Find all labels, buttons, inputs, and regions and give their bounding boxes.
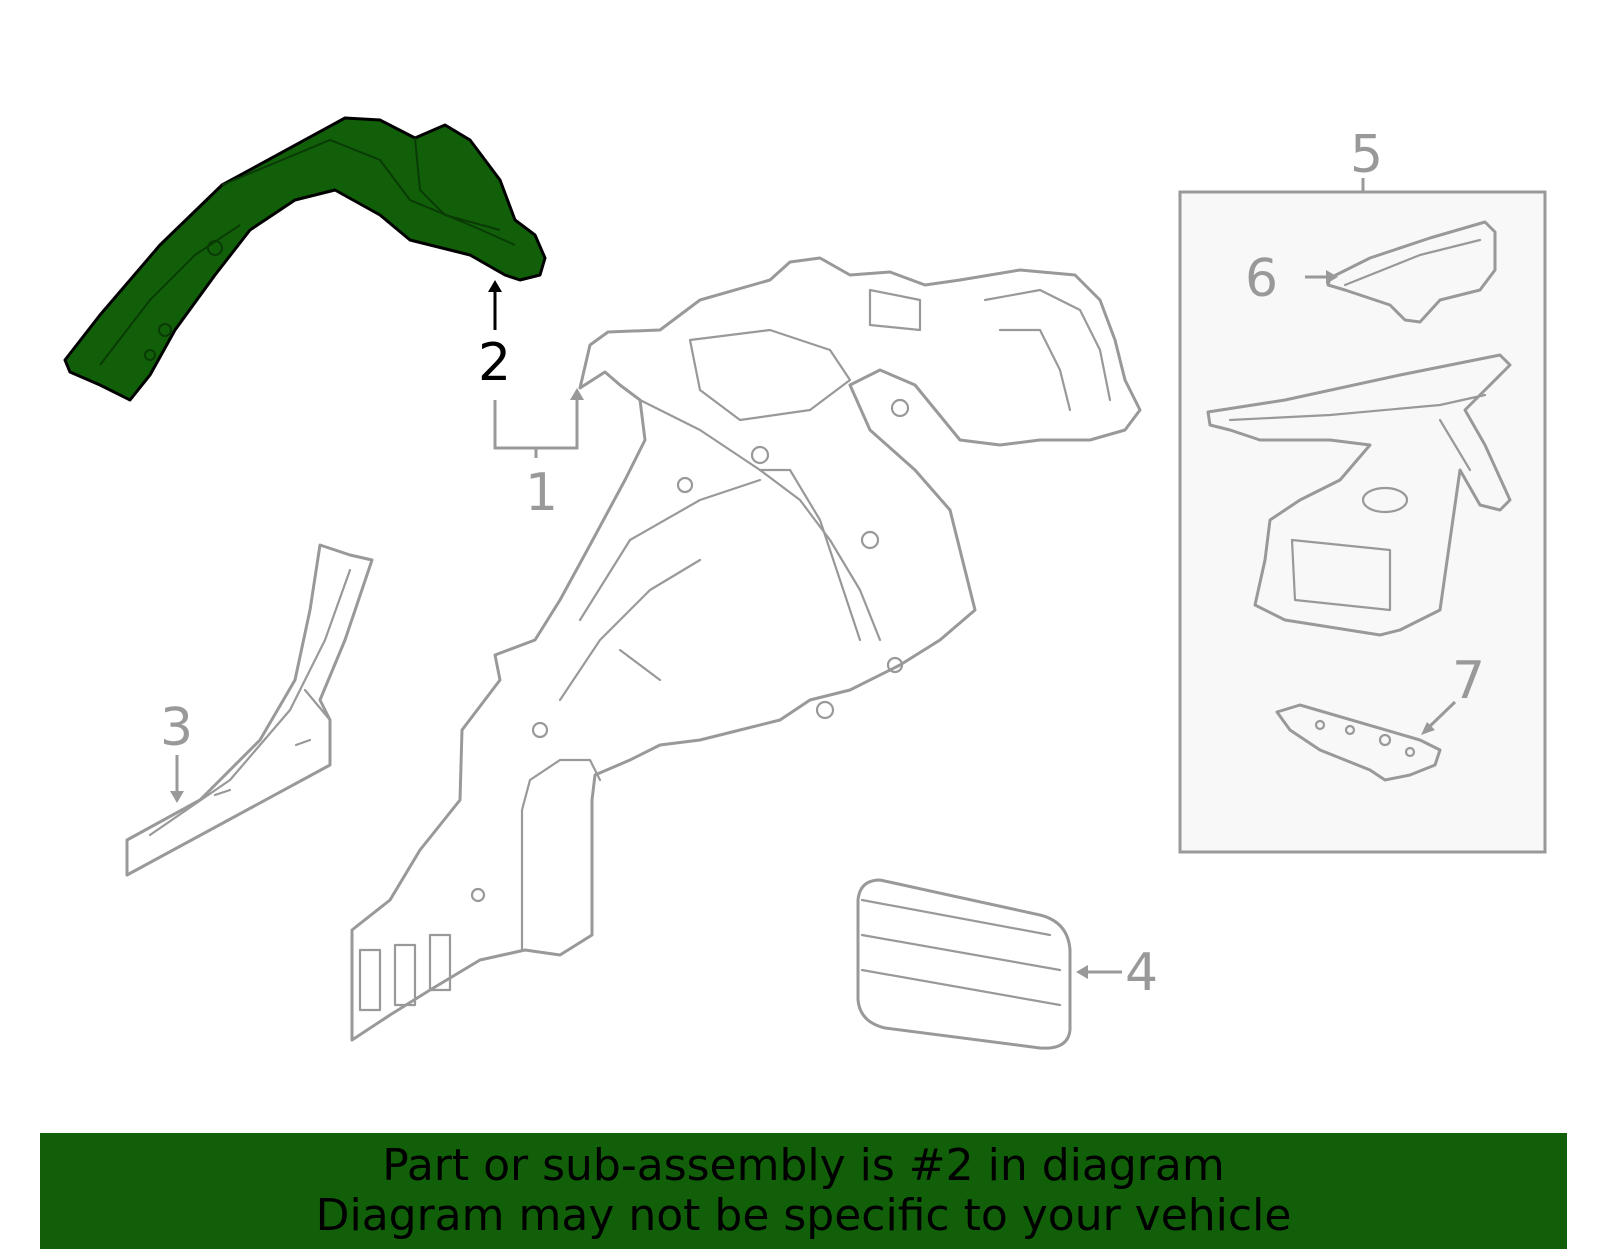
- callout-3: 3: [160, 698, 193, 758]
- callout-1: 1: [525, 463, 558, 523]
- parts-diagram: 1 2 3 4 5 6 7: [63, 116, 1547, 1050]
- part-3-pillar-reinforcement[interactable]: [125, 543, 374, 877]
- callout-4: 4: [1125, 943, 1158, 1003]
- leader-lines: [170, 178, 1457, 979]
- part-5-assembly-box[interactable]: [1178, 190, 1547, 854]
- callout-6: 6: [1245, 249, 1278, 309]
- banner-line-1: Part or sub-assembly is #2 in diagram: [382, 1140, 1225, 1191]
- banner-line-2: Diagram may not be specific to your vehi…: [315, 1190, 1292, 1241]
- callout-7: 7: [1452, 651, 1485, 711]
- part-4-panel[interactable]: [856, 878, 1072, 1050]
- part-2-wheelhouse-highlighted[interactable]: [63, 116, 547, 402]
- part-1-quarter-inner-panel[interactable]: [350, 256, 1142, 1042]
- callout-5: 5: [1350, 125, 1383, 185]
- callout-2[interactable]: 2: [478, 333, 511, 393]
- info-banner: Part or sub-assembly is #2 in diagram Di…: [40, 1133, 1567, 1249]
